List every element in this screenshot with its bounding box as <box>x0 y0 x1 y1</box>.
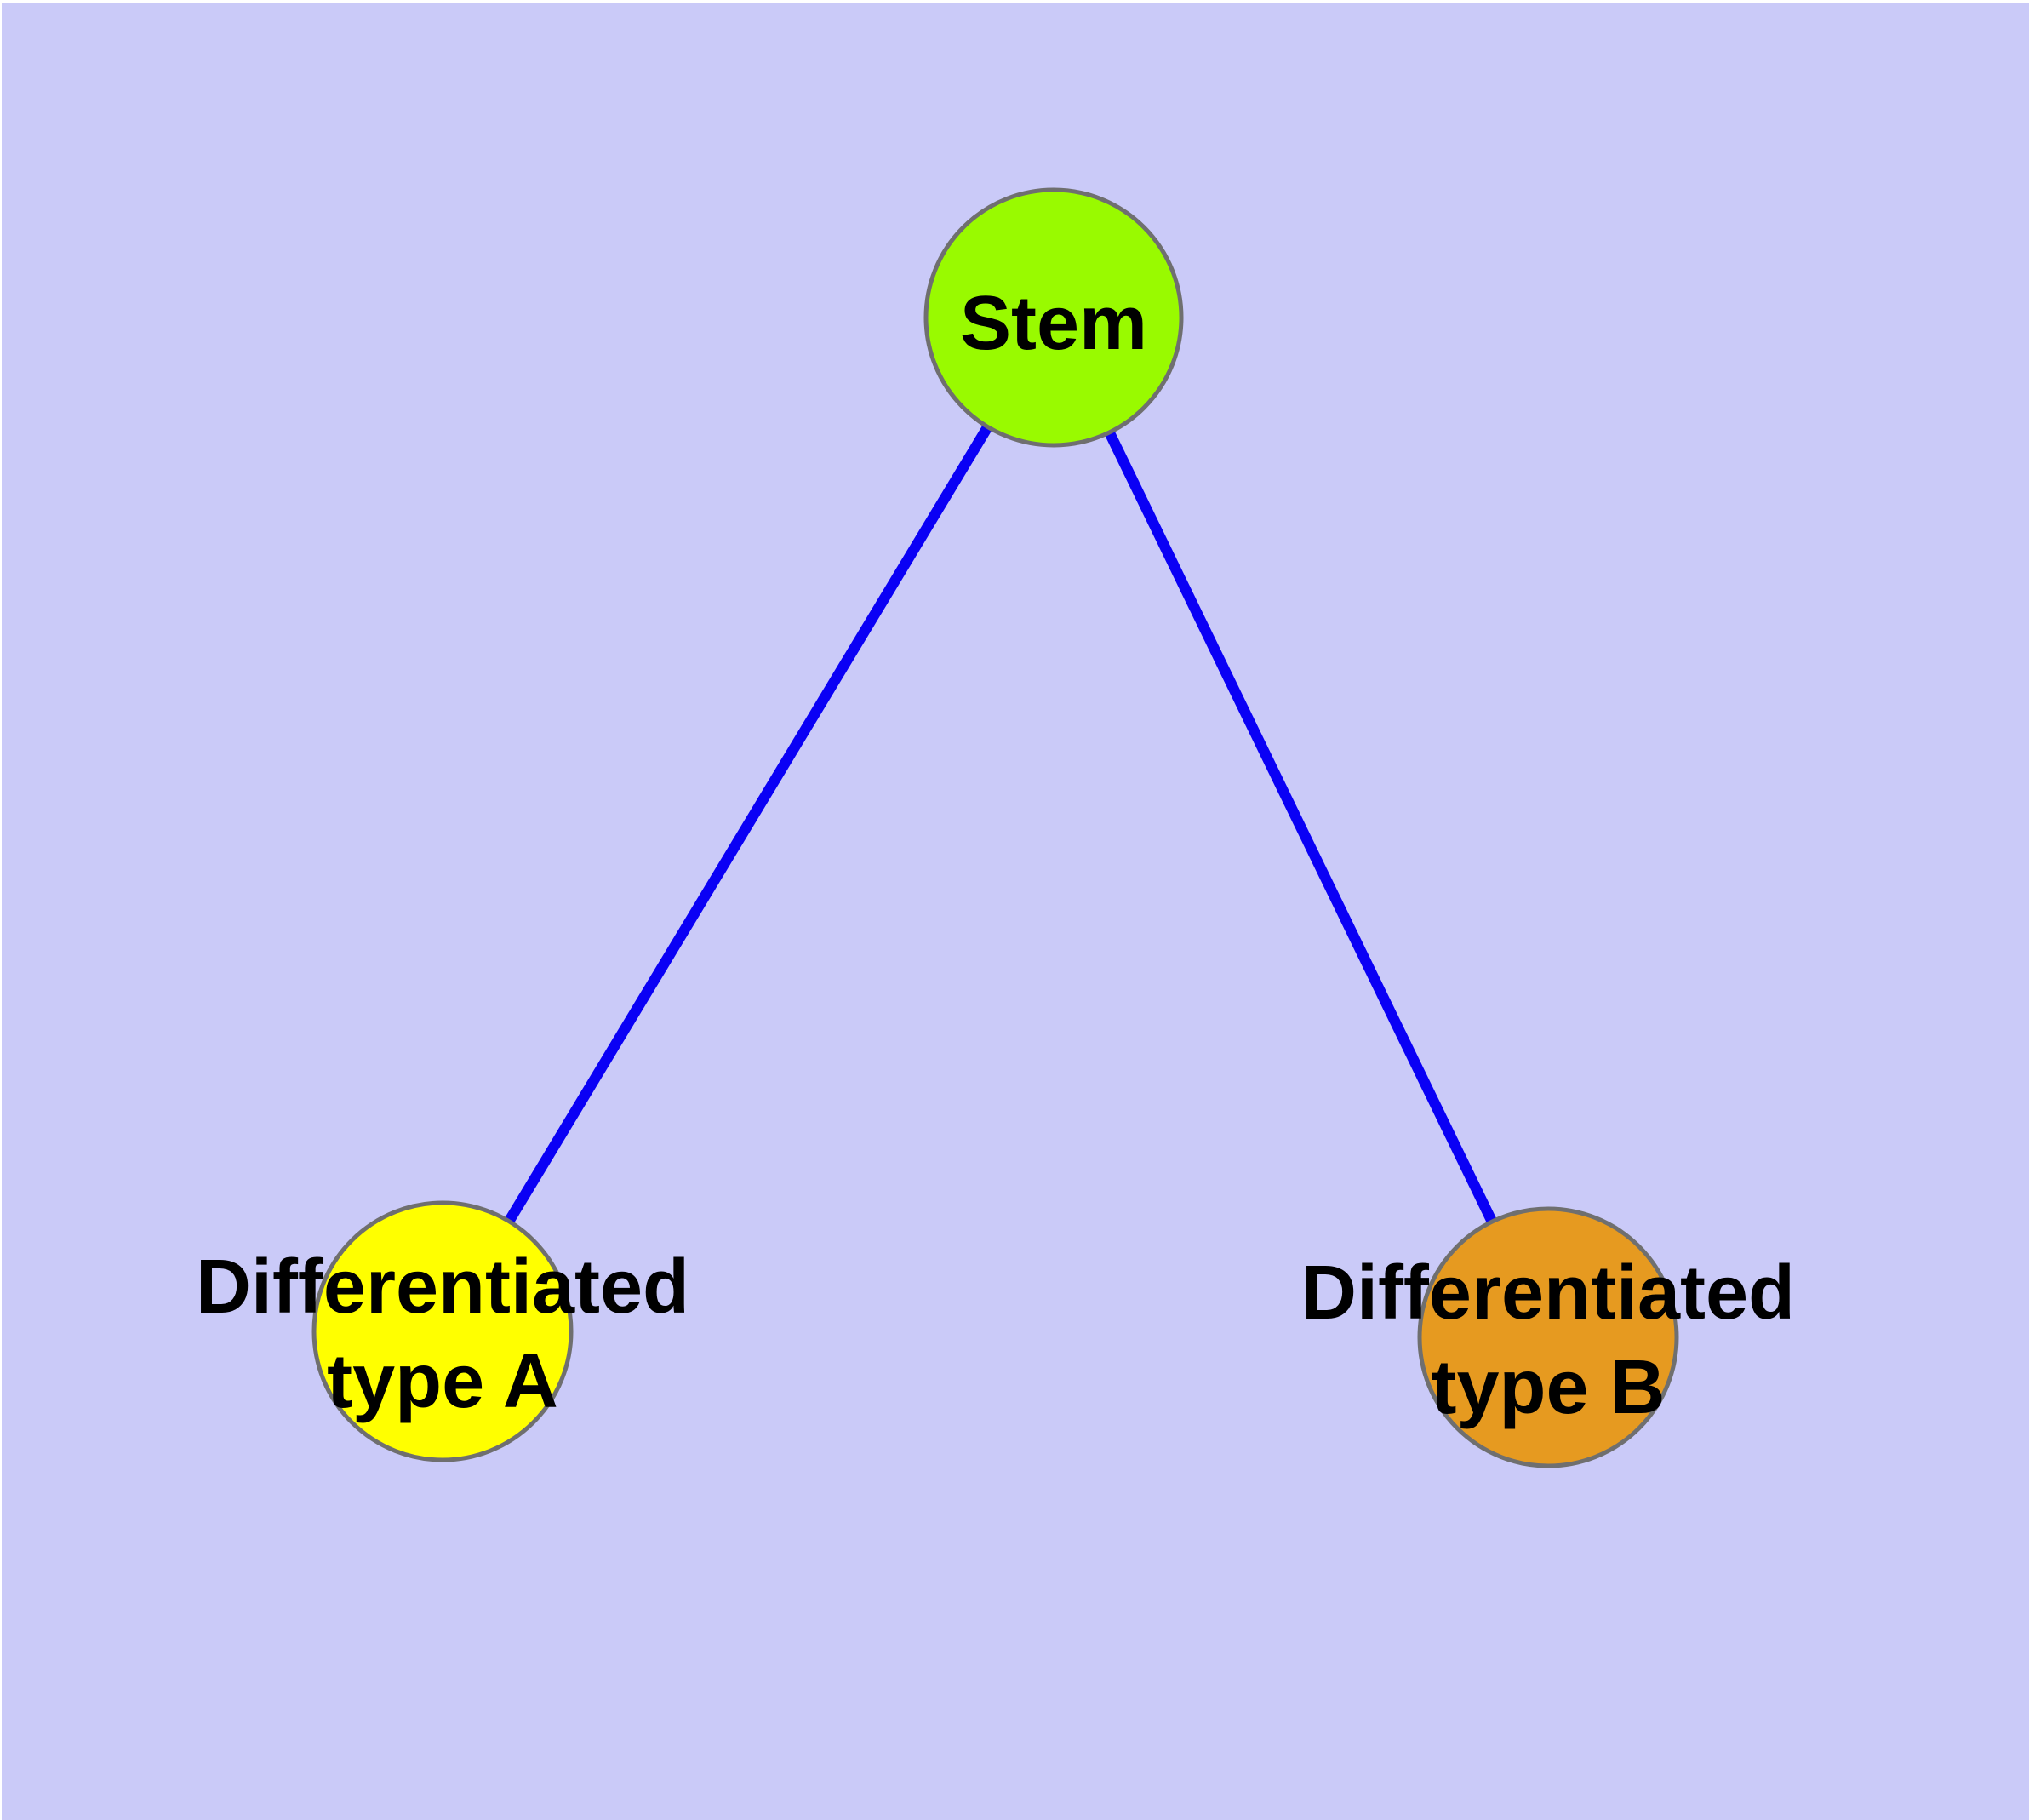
type-a-node-label-line2: type A <box>327 1339 558 1424</box>
node-differentiated-type-a: Differentiated type A <box>196 1200 689 1462</box>
type-b-node-label-line2: type B <box>1431 1345 1665 1430</box>
type-a-node-label-line1: Differentiated <box>196 1245 689 1330</box>
edge-stem-to-type-a <box>437 314 1059 1335</box>
type-b-node-label-line1: Differentiated <box>1301 1251 1795 1336</box>
stem-node-circle <box>923 187 1184 448</box>
node-differentiated-type-b: Differentiated type B <box>1301 1206 1795 1468</box>
type-b-node-circle <box>1417 1206 1679 1468</box>
type-a-node-circle <box>311 1200 574 1462</box>
edge-stem-to-type-b <box>1049 315 1553 1340</box>
node-stem: Stem <box>923 187 1184 448</box>
stem-node-label: Stem <box>960 281 1147 366</box>
